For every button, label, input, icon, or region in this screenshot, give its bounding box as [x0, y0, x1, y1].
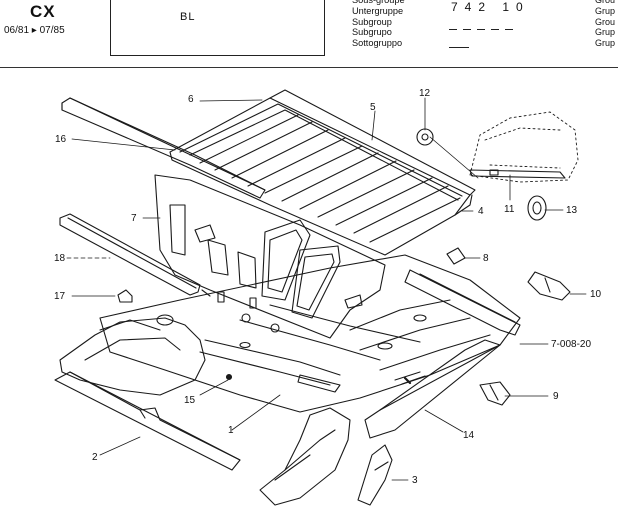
fastener-15	[225, 373, 233, 381]
callout-ref-7-008-20: 7-008-20	[551, 339, 592, 350]
bracket-3	[357, 444, 393, 506]
group-label-right-5: Grup	[595, 37, 616, 48]
callout-1: 1	[228, 425, 234, 436]
callout-9: 9	[553, 391, 559, 402]
rear-floor-pan	[99, 254, 521, 413]
pad-8	[446, 247, 466, 265]
subgroup-label-it: Sottogruppo	[352, 37, 403, 48]
exploded-parts-diagram	[54, 89, 587, 506]
subgroup-label-fr: Sous-groupe	[352, 0, 405, 5]
callout-18: 18	[54, 253, 66, 264]
right-sill	[404, 269, 521, 336]
heel-board-panel	[154, 174, 386, 339]
group-label-right-4: Grup	[595, 27, 616, 38]
callout-4: 4	[478, 206, 484, 217]
group-labels-right: Grou Grup Grou Grup Grup	[595, 0, 615, 48]
subgroup-code-underline	[449, 17, 519, 48]
callout-13: 13	[566, 205, 578, 216]
rear-corner-panel	[259, 407, 351, 506]
callout-12: 12	[419, 88, 431, 99]
group-label-right-3: Grou	[595, 16, 616, 27]
subgroup-label-en: Subgroup	[352, 16, 392, 27]
left-wheelarch-section	[59, 314, 206, 396]
side-member-beam	[61, 97, 266, 199]
model-code: CX	[30, 2, 56, 21]
vehicle-inset	[469, 111, 579, 183]
clip-10	[527, 271, 571, 301]
callout-8: 8	[483, 253, 489, 264]
bottom-rail	[54, 371, 241, 471]
callout-6: 6	[188, 94, 194, 105]
header-divider	[0, 67, 618, 68]
callout-7: 7	[131, 213, 137, 224]
leader-lines	[66, 97, 587, 481]
callout-3: 3	[412, 475, 418, 486]
subgroup-label-es: Subgrupo	[352, 27, 392, 38]
vehicle-inset-bumper	[469, 169, 566, 179]
subgroup-label-de: Untergruppe	[352, 6, 404, 16]
title-box	[110, 0, 325, 56]
block-17	[117, 289, 133, 303]
callout-10: 10	[590, 289, 602, 300]
cap-13	[527, 195, 547, 221]
production-dates: 06/81 ▸ 07/85	[4, 25, 65, 36]
bracket-9	[479, 381, 511, 406]
subgroup-labels: Sous-groupe Untergruppe Subgroup Subgrup…	[352, 0, 405, 48]
callout-14: 14	[463, 430, 475, 441]
callout-16: 16	[55, 134, 67, 145]
callout-2: 2	[92, 452, 98, 463]
callout-15: 15	[184, 395, 196, 406]
rear-crossmember	[364, 339, 501, 439]
group-label-right-1: Grou	[595, 0, 616, 5]
callout-5: 5	[370, 102, 376, 113]
callout-11: 11	[504, 204, 515, 215]
left-rail	[59, 213, 201, 296]
title-box-text: BL	[180, 11, 196, 23]
subgroup-code: 742 10	[451, 0, 530, 14]
callout-17: 17	[54, 291, 66, 302]
group-label-right-2: Grup	[595, 6, 616, 16]
parcel-shelf	[169, 89, 476, 256]
